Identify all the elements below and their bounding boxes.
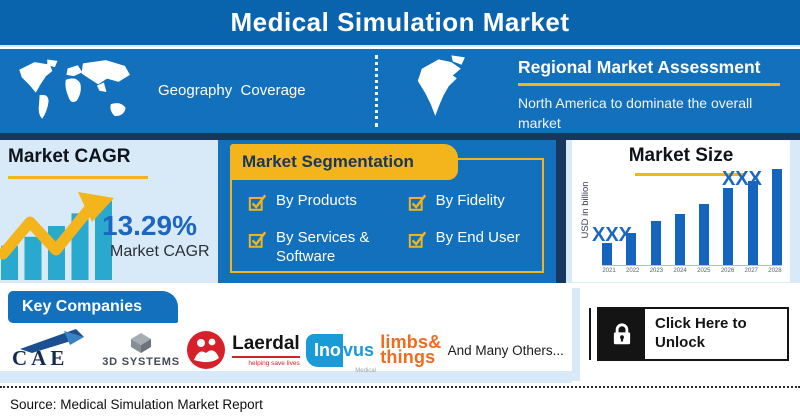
page-title: Medical Simulation Market xyxy=(230,7,570,37)
unlock-accent-line xyxy=(589,308,591,360)
key-companies-tab: Key Companies xyxy=(8,291,178,323)
value-label-last: XXX xyxy=(721,168,762,190)
segmentation-shadow xyxy=(556,133,566,288)
x-tick-2021: 2021 xyxy=(602,268,616,274)
world-map-icon xyxy=(19,59,130,119)
limbs-line2: things xyxy=(380,347,436,367)
checkbox-checked-icon xyxy=(408,231,426,248)
cagr-growth-chart xyxy=(0,192,114,280)
header-bar: Medical Simulation Market xyxy=(0,0,800,47)
unlock-button[interactable]: Click Here to Unlock xyxy=(597,307,789,361)
navy-divider xyxy=(0,133,800,140)
inovus-text-inside: Ino xyxy=(305,333,343,367)
cagr-label: Market CAGR xyxy=(110,243,210,260)
segment-item: By Products xyxy=(248,192,400,217)
segmentation-box: Market Segmentation By Products By Fideli… xyxy=(218,140,556,283)
segment-item: By Services & Software xyxy=(248,229,400,271)
footer: Source: Medical Simulation Market Report xyxy=(0,386,800,420)
middle-band: Market CAGR 13.29% Market CAGR Market Se… xyxy=(0,133,800,288)
segment-label: By Products xyxy=(276,192,357,209)
market-size-title: Market Size xyxy=(628,145,734,166)
cagr-value: 13.29% xyxy=(102,210,197,241)
company-logos-row: CAE 3D SYSTEMS Laerdal xyxy=(12,327,564,374)
segmentation-tab: Market Segmentation xyxy=(230,144,458,180)
cagr-underline xyxy=(8,176,148,179)
laerdal-text: Laerdal xyxy=(232,333,300,358)
x-axis-ticks: 2021 2022 2023 2024 2025 2026 2027 2028 xyxy=(602,268,782,274)
growth-arrow-head xyxy=(78,192,114,222)
inovus-medical-text: Medical xyxy=(355,367,376,374)
bar-2021 xyxy=(602,243,612,265)
x-tick-2023: 2023 xyxy=(649,268,664,274)
checkbox-checked-icon xyxy=(248,194,267,211)
bar-2024 xyxy=(674,213,685,265)
north-america-map-icon xyxy=(417,55,465,116)
geography-coverage-label: Geography Coverage xyxy=(158,82,306,99)
x-tick-2024: 2024 xyxy=(673,268,687,274)
regional-underline xyxy=(518,83,780,86)
logo-3d-systems: 3D SYSTEMS xyxy=(102,332,180,368)
checkbox-checked-icon xyxy=(248,231,267,248)
market-size-underline xyxy=(634,173,745,176)
dotted-divider xyxy=(375,55,378,127)
3d-systems-text: 3D SYSTEMS xyxy=(102,356,180,368)
cae-swoosh-icon xyxy=(20,329,84,353)
segment-item: By End User xyxy=(408,229,534,271)
cagr-bar-2 xyxy=(24,236,42,280)
cagr-title: Market CAGR xyxy=(8,146,131,167)
segmentation-list: By Products By Fidelity By Services & Soft… xyxy=(248,192,534,271)
segmentation-title: Market Segmentation xyxy=(242,152,414,171)
regional-title: Regional Market Assessment xyxy=(518,57,761,77)
checkbox-checked-icon xyxy=(408,194,426,211)
segment-item: By Fidelity xyxy=(408,192,534,217)
lock-icon xyxy=(613,323,631,345)
segment-label: By Fidelity xyxy=(435,192,505,209)
bar-2023 xyxy=(650,221,661,265)
laerdal-emblem-icon xyxy=(187,331,226,369)
cagr-bar-5 xyxy=(95,200,112,280)
regional-subtitle: North America to dominate the overall ma… xyxy=(518,95,753,131)
x-tick-2027: 2027 xyxy=(744,268,758,274)
bottom-section: Key Companies CAE 3D SYSTEMS xyxy=(0,283,800,386)
y-axis-label: USD in billion xyxy=(580,181,591,239)
segment-label: By End User xyxy=(435,228,520,246)
cae-text: CAE xyxy=(12,346,69,370)
bar-2022 xyxy=(626,233,637,265)
segment-label: By Services & Software xyxy=(276,228,370,265)
growth-arrow-line xyxy=(0,202,96,260)
source-text: Source: Medical Simulation Market Report xyxy=(10,396,263,412)
logo-laerdal: Laerdal helping save lives xyxy=(186,330,300,370)
inovus-text-outside: vus xyxy=(342,339,374,360)
value-label-first: XXX xyxy=(592,224,633,246)
bar-2028 xyxy=(771,168,782,265)
laerdal-tagline: helping save lives xyxy=(248,360,300,367)
geography-band: Geography Coverage Regional Market Asses… xyxy=(0,49,800,133)
vertical-gap xyxy=(572,288,580,381)
bar-2027 xyxy=(747,180,758,265)
logo-cae: CAE xyxy=(12,329,96,371)
x-tick-2025: 2025 xyxy=(697,268,711,274)
bar-2025 xyxy=(699,203,710,265)
x-tick-2022: 2022 xyxy=(626,268,640,274)
regional-assessment: Regional Market Assessment North America… xyxy=(518,57,784,133)
unlock-label: Click Here to Unlock xyxy=(655,315,747,351)
bar-2026 xyxy=(723,187,734,265)
x-tick-2028: 2028 xyxy=(768,268,782,274)
lock-square xyxy=(599,309,645,359)
logo-limbs-and-things: limbs& things xyxy=(380,331,442,367)
x-tick-2026: 2026 xyxy=(720,268,735,274)
limbs-line1: limbs& xyxy=(380,331,442,352)
and-many-others-text: And Many Others... xyxy=(447,342,564,358)
cube-icon xyxy=(131,333,152,353)
bottom-strip xyxy=(0,371,572,383)
market-size-chart xyxy=(602,166,782,266)
key-companies-title: Key Companies xyxy=(22,298,143,315)
